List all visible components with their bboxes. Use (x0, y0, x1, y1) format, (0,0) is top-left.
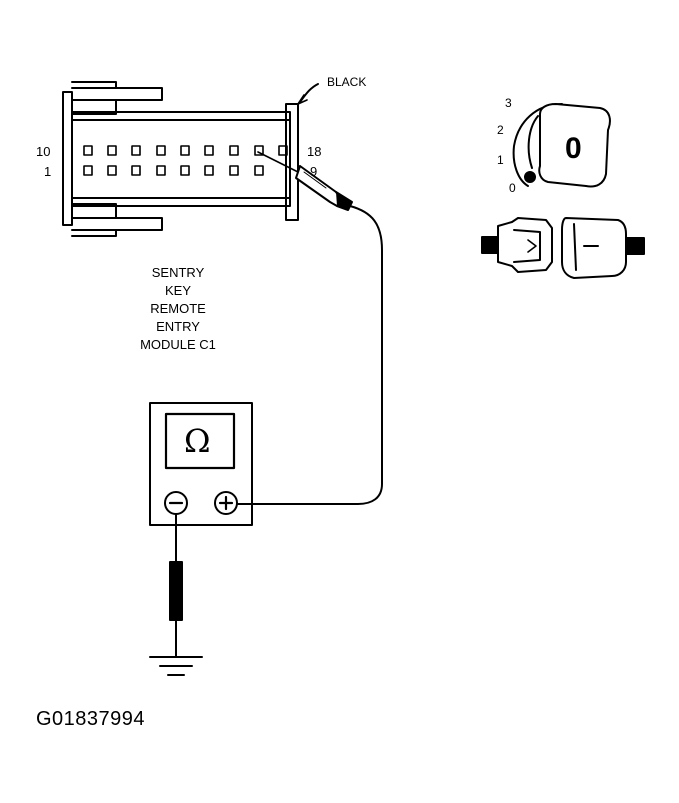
positive-test-lead (237, 205, 383, 505)
pin-label-9: 9 (310, 164, 318, 179)
connector-pin-cavities (83, 145, 288, 176)
figure-id: G01837994 (36, 708, 146, 730)
ignition-switch-icon (512, 103, 611, 188)
connector-color-label: BLACK (327, 75, 367, 89)
ignition-position-2: 2 (497, 123, 504, 137)
key-glyph: 0 (565, 132, 582, 165)
ohmmeter (149, 402, 253, 526)
caption-line: MODULE C1 (140, 337, 216, 352)
ohm-symbol: Ω (184, 422, 211, 460)
connector-caption: SENTRY KEY REMOTE ENTRY MODULE C1 (108, 264, 248, 354)
ignition-position-3: 3 (505, 96, 512, 110)
key-cylinder-icon (481, 217, 645, 279)
ignition-position-1: 1 (497, 153, 504, 167)
caption-line: SENTRY (151, 265, 205, 280)
ground-lead (149, 513, 203, 676)
black-leader-line (299, 83, 319, 103)
caption-line: KEY (164, 283, 191, 298)
connector-housing (62, 81, 299, 237)
test-probe (257, 151, 353, 211)
pin-label-1: 1 (44, 164, 52, 179)
pin-label-10: 10 (36, 144, 51, 159)
caption-line: REMOTE (150, 301, 206, 316)
pin-label-18: 18 (307, 144, 322, 159)
positive-terminal (214, 491, 238, 515)
caption-line: ENTRY (156, 319, 200, 334)
ignition-position-0: 0 (509, 181, 516, 195)
